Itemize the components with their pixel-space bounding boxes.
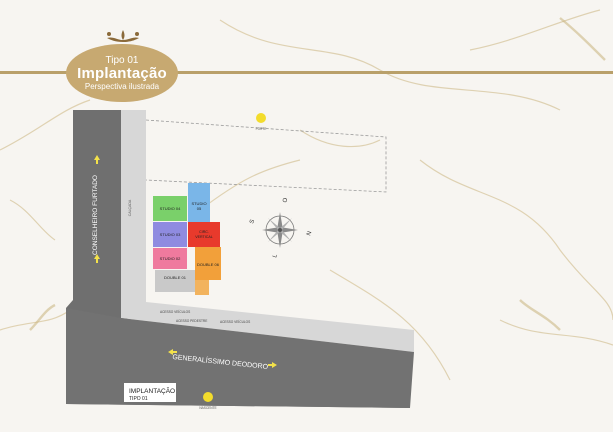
compass-n: N — [306, 231, 313, 237]
access-label-1: ACESSO VEÍCULOS — [160, 310, 190, 314]
unit-studio05-label-1: STUDIO — [191, 201, 206, 206]
arrow-right-icon — [268, 362, 277, 368]
unit-double01 — [155, 270, 195, 292]
unit-annex — [195, 280, 209, 295]
compass-l: L — [272, 253, 279, 259]
access-label-2: ACESSO PEDESTRE — [176, 319, 207, 323]
title-badge: Tipo 01 Implantação Perspectiva ilustrad… — [66, 44, 178, 102]
badge-caption: Perspectiva ilustrada — [84, 81, 160, 91]
unit-studio03-label: STUDIO 03 — [160, 232, 181, 237]
unit-studio05-label-2: 05 — [197, 206, 202, 211]
sun-marker-bottom-label: NASCENTE — [199, 406, 216, 410]
sun-marker-top-label: FORTE — [256, 127, 267, 131]
header-rule — [0, 71, 613, 74]
unit-studio02-label: STUDIO 02 — [160, 256, 181, 261]
unit-double01-label: DOUBLE 01 — [164, 275, 187, 280]
sun-marker-top-icon — [256, 113, 266, 123]
arrow-up-icon — [94, 155, 100, 164]
unit-double06 — [195, 247, 221, 280]
arrow-left-icon — [168, 349, 177, 355]
compass-rose-icon — [262, 212, 298, 248]
unit-studio04 — [153, 196, 187, 221]
unit-studio03 — [153, 222, 187, 247]
unit-double06-label: DOUBLE 06 — [197, 262, 220, 267]
unit-core — [188, 222, 220, 247]
street-vertical-label: CONSELHEIRO FURTADO — [92, 175, 99, 255]
unit-core-label-2: VERTICAL — [195, 235, 213, 239]
unit-core-label-1: CIRC. — [199, 230, 209, 234]
compass-s: S — [249, 219, 256, 225]
sidewalk-label: CALÇADA — [128, 199, 132, 216]
unit-studio02 — [153, 248, 187, 269]
compass-o: O — [282, 197, 289, 204]
arrow-up-icon — [94, 254, 100, 263]
access-label-3: ACESSO VEÍCULOS — [220, 320, 250, 324]
sun-marker-bottom-icon — [203, 392, 213, 402]
unit-studio04-label: STUDIO 04 — [160, 206, 181, 211]
unit-studio05 — [188, 183, 210, 222]
badge-subtitle: Tipo 01 — [105, 54, 139, 66]
plan-label-line2: TIPO 01 — [129, 396, 148, 402]
sidewalk — [121, 110, 414, 352]
page-title: Implantação — [77, 64, 167, 82]
fleur-ornament-icon — [107, 30, 139, 42]
plan-label-box — [124, 383, 176, 402]
lot-boundary — [145, 119, 387, 193]
plan-label-line1: IMPLANTAÇÃO — [129, 386, 175, 395]
